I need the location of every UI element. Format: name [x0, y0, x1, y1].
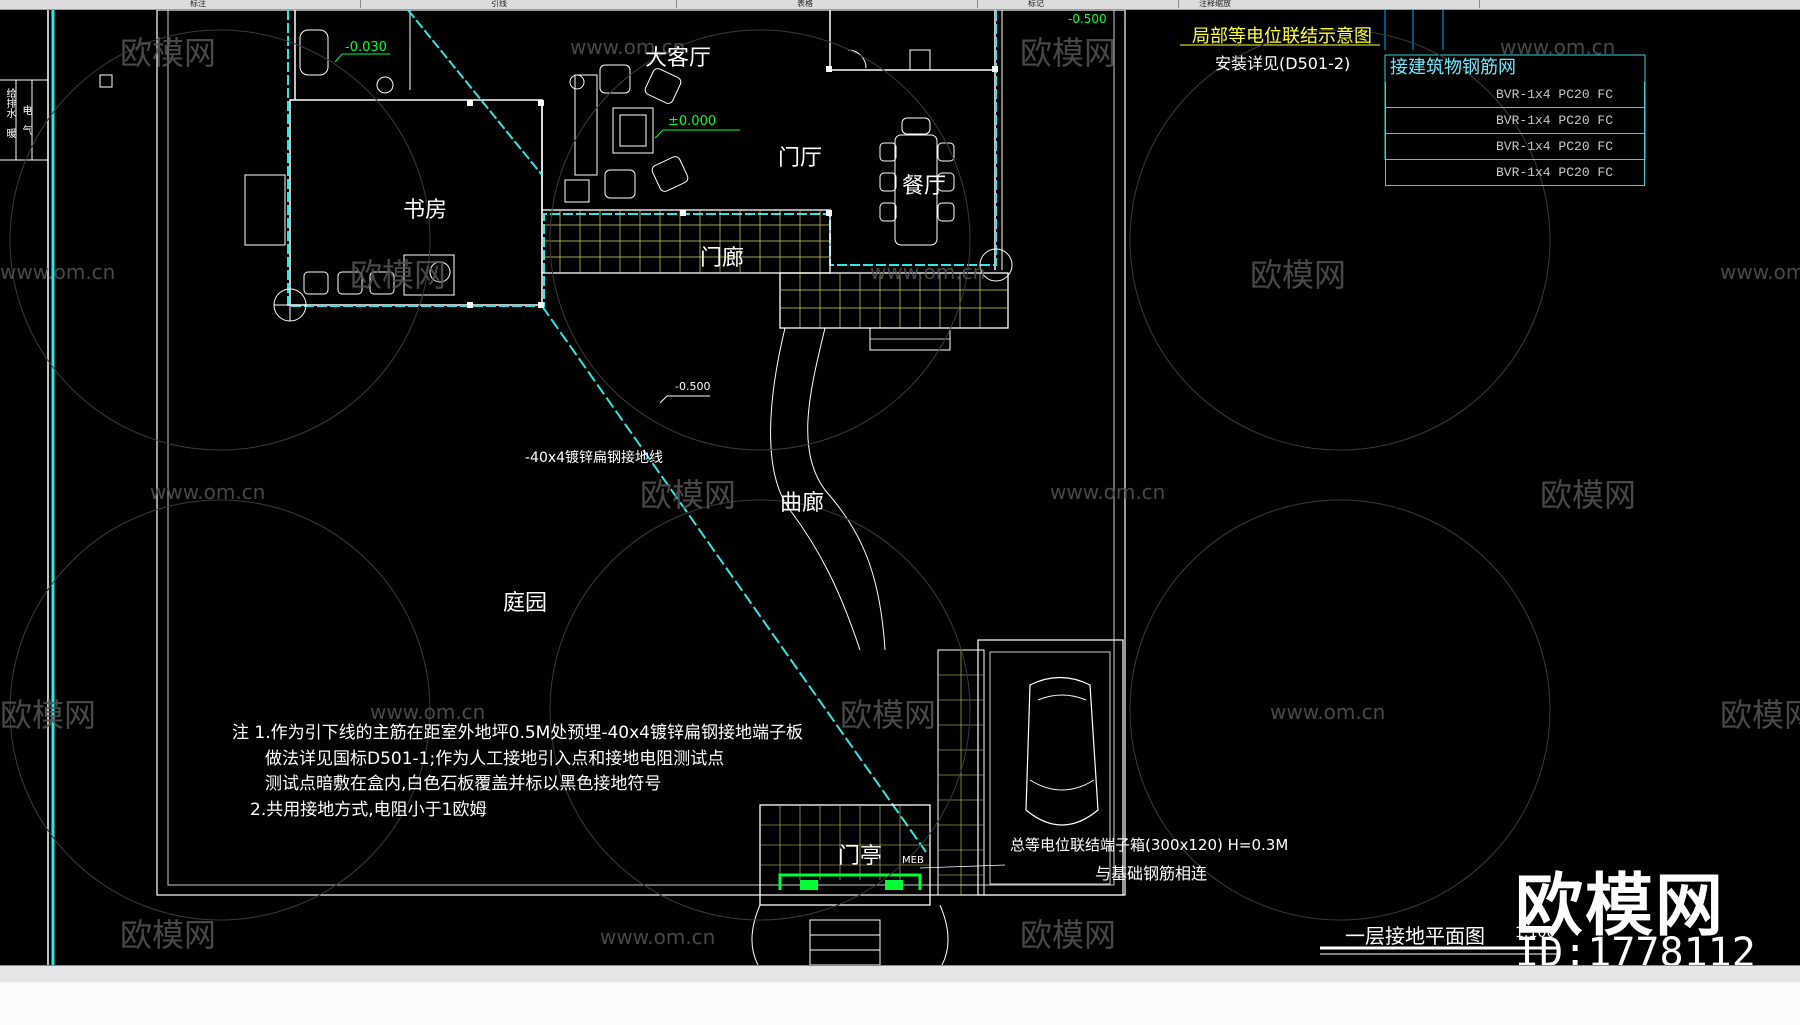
- toolbar-field-label: 引线: [491, 0, 507, 8]
- room-label-winding-corridor: 曲廊: [780, 491, 825, 516]
- table-row: BVR-1x4 PC20 FC: [1385, 108, 1645, 134]
- watermark-url: www.om.cn: [1270, 700, 1386, 724]
- table-header: 接建筑物钢筋网: [1390, 57, 1516, 78]
- watermark-logo: 欧模网: [120, 34, 217, 72]
- watermark-url: www.om.cn: [150, 480, 266, 504]
- legend-title: 局部等电位联结示意图: [1192, 26, 1372, 47]
- side-label: 给排水: [4, 88, 15, 118]
- install-note: 安装详见(D501-2): [1215, 54, 1351, 73]
- toolbar-field-label: 注释缩放: [1199, 0, 1231, 8]
- ground-line-label: -40x4镀锌扁钢接地线: [525, 450, 664, 466]
- watermark-url: www.om.cn: [600, 925, 716, 949]
- side-label: 气: [20, 125, 31, 135]
- watermark-url: www.om.cn: [570, 35, 686, 59]
- watermark-url: www.om.cn: [1720, 260, 1800, 284]
- watermark-logo: 欧模网: [0, 696, 97, 734]
- level-wet-room: -0.030: [345, 40, 387, 55]
- table-row: BVR-1x4 PC20 FC: [1385, 82, 1645, 108]
- cad-toolbar: 标注 引线 表格 标记 注释缩放: [0, 0, 1800, 10]
- toolbar-mark-dropdown[interactable]: 标记: [978, 0, 1179, 8]
- toolbar-field-label: 标记: [1028, 0, 1044, 8]
- watermark-logo: 欧模网: [1720, 696, 1800, 734]
- watermark-url: www.om.cn: [0, 260, 116, 284]
- note-line: 测试点暗敷在盒内,白色石板覆盖并标以黑色接地符号: [265, 774, 662, 794]
- meb-label: 总等电位联结端子箱(300x120) H=0.3M: [1010, 836, 1289, 854]
- level-top: -0.500: [1068, 12, 1107, 26]
- toolbar-field-label: 表格: [797, 0, 813, 8]
- status-bar: [0, 965, 1800, 982]
- cad-drawing-canvas[interactable]: 欧模网 www.om.cn 欧模网 www.om.cn www.om.cn 欧模…: [0, 10, 1800, 965]
- watermark-logo: 欧模网: [350, 256, 447, 294]
- level-indoor: ±0.000: [668, 114, 717, 129]
- watermark-url: www.om.cn: [870, 260, 986, 284]
- watermark-logo: 欧模网: [640, 476, 737, 514]
- side-label: 暖: [4, 128, 15, 138]
- watermark-url: www.om.cn: [1050, 480, 1166, 504]
- meb-box-tag: MEB: [902, 855, 924, 866]
- room-label-living: 大客厅: [645, 46, 712, 71]
- watermark-logo: 欧模网: [840, 696, 937, 734]
- table-row: BVR-1x4 PC20 FC: [1385, 134, 1645, 160]
- side-label: 电: [20, 105, 31, 115]
- watermark-logo: 欧模网: [1540, 476, 1637, 514]
- level-garden: -0.500: [675, 380, 711, 393]
- watermark-logo: 欧模网: [120, 916, 217, 954]
- room-label-entry-corridor: 门廊: [700, 246, 745, 271]
- room-label-garden: 庭园: [503, 591, 548, 616]
- toolbar-annotation-scale[interactable]: 注释缩放: [1179, 0, 1480, 8]
- watermark-logo: 欧模网: [1020, 34, 1117, 72]
- meb-sub-label: 与基础钢筋相连: [1095, 864, 1208, 883]
- drawing-title: 一层接地平面图: [1345, 924, 1485, 948]
- brand-watermark: 欧模网: [1515, 867, 1726, 946]
- note-line: 注 1.作为引下线的主筋在距室外地坪0.5M处预埋-40x4镀锌扁钢接地端子板: [232, 723, 803, 743]
- bottom-blank-area: [0, 982, 1800, 1025]
- toolbar-dimension-dropdown[interactable]: 标注: [0, 0, 361, 8]
- drawing-scale: 1:100: [1515, 925, 1556, 941]
- watermark-url: www.om.cn: [370, 700, 486, 724]
- watermark-logo: 欧模网: [1020, 916, 1117, 954]
- room-label-pavilion: 门亭: [838, 844, 883, 869]
- table-row: BVR-1x4 PC20 FC: [1385, 160, 1645, 186]
- note-line: 2.共用接地方式,电阻小于1欧姆: [250, 800, 487, 820]
- toolbar-leader-dropdown[interactable]: 引线: [361, 0, 677, 8]
- watermark-logo: 欧模网: [1250, 256, 1347, 294]
- room-label-dining: 餐厅: [902, 174, 947, 199]
- note-line: 做法详见国标D501-1;作为人工接地引入点和接地电阻测试点: [265, 749, 725, 769]
- watermark-url: www.om.cn: [1500, 35, 1616, 59]
- room-label-study: 书房: [403, 198, 448, 223]
- floor-plan-linework: [0, 10, 1646, 965]
- room-label-foyer: 门厅: [778, 146, 823, 171]
- resource-id: ID:1778112: [1515, 930, 1756, 965]
- toolbar-field-label: 标注: [190, 0, 206, 8]
- toolbar-table-dropdown[interactable]: 表格: [677, 0, 978, 8]
